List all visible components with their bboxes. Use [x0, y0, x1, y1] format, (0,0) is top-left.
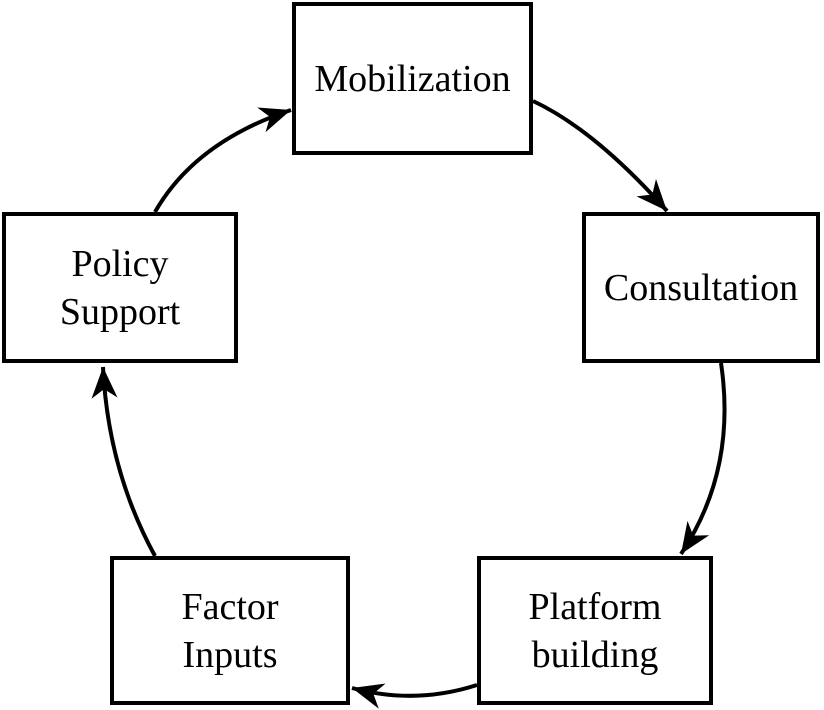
arrow-mobilization-to-consultation [532, 99, 669, 213]
node-platform-building-label-line1: Platform [528, 585, 662, 628]
arrow-consultation-to-platform-building [679, 362, 727, 556]
node-platform-building-label-line2: building [531, 633, 659, 676]
node-mobilization-label: Mobilization [314, 57, 511, 100]
node-platform-building: Platform building [477, 556, 713, 705]
node-mobilization: Mobilization [292, 2, 533, 155]
node-factor-inputs-label-line1: Factor [181, 585, 279, 628]
node-consultation: Consultation [582, 212, 820, 363]
node-policy-support: Policy Support [2, 212, 238, 363]
node-policy-support-label-line2: Support [59, 290, 181, 333]
node-consultation-label: Consultation [603, 266, 799, 309]
node-factor-inputs-label-line2: Inputs [182, 633, 278, 676]
node-factor-inputs: Factor Inputs [110, 556, 350, 705]
node-policy-support-label-line1: Policy [71, 242, 169, 285]
arrow-factor-inputs-to-policy-support [91, 366, 157, 557]
arrow-policy-support-to-mobilization [153, 107, 292, 213]
arrow-platform-building-to-factor-inputs [351, 683, 478, 709]
